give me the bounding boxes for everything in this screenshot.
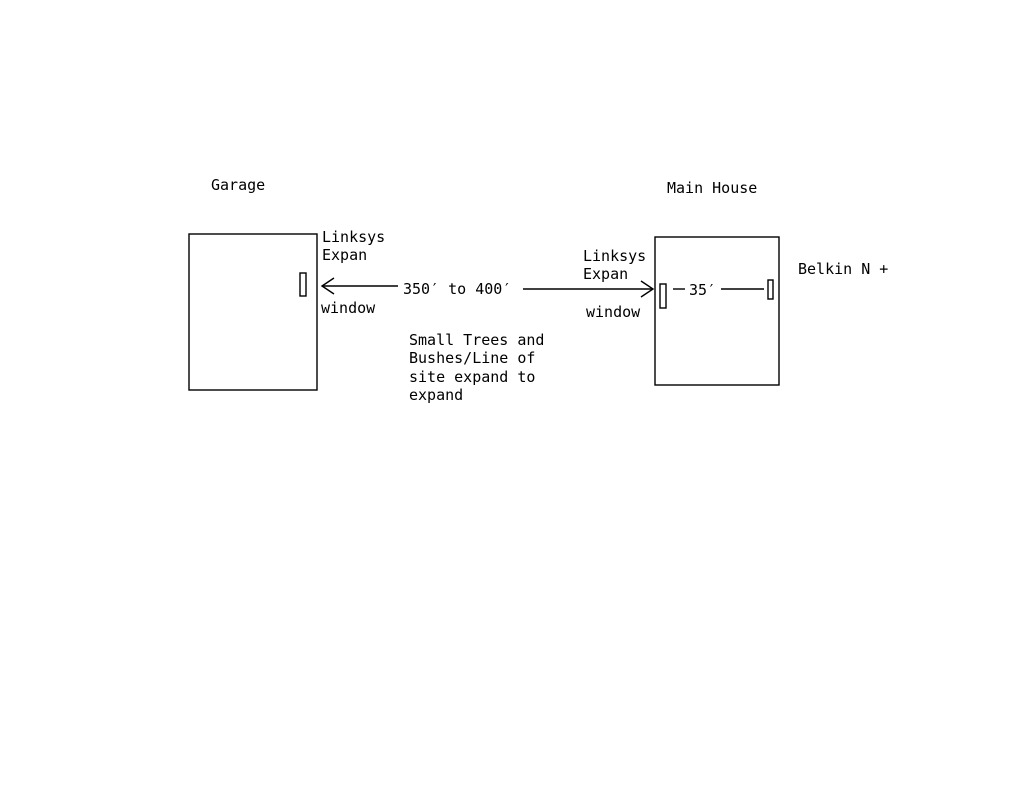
link-note-line2: Bushes/Line of bbox=[409, 349, 535, 367]
house-device-label-line1: Linksys bbox=[583, 247, 646, 265]
main-house-building bbox=[654, 236, 780, 386]
belkin-router-device bbox=[767, 279, 774, 300]
link-note-line1: Small Trees and bbox=[409, 331, 544, 349]
inner-distance-label: 35′ bbox=[689, 281, 716, 299]
link-distance-label: 350′ to 400′ bbox=[403, 280, 511, 298]
garage-expander-device bbox=[299, 272, 307, 297]
link-note-line3: site expand to bbox=[409, 368, 535, 386]
link-arrowhead-left bbox=[320, 277, 335, 295]
garage-title: Garage bbox=[211, 176, 265, 194]
garage-device-label-line2: Expan bbox=[322, 246, 367, 264]
wireless-link: 350′ to 400′ Small Trees and Bushes/Line… bbox=[320, 277, 655, 404]
garage-group: Garage Linksys Expan window bbox=[188, 176, 385, 391]
belkin-router-label: Belkin N + bbox=[798, 260, 888, 278]
house-window-label: window bbox=[586, 303, 641, 321]
main-house-title: Main House bbox=[667, 179, 757, 197]
house-expander-device bbox=[659, 283, 667, 309]
house-device-label-line2: Expan bbox=[583, 265, 628, 283]
link-note-line4: expand bbox=[409, 386, 463, 404]
link-arrowhead-right bbox=[640, 280, 655, 298]
garage-device-label-line1: Linksys bbox=[322, 228, 385, 246]
garage-window-label: window bbox=[321, 299, 376, 317]
main-house-group: Main House Linksys Expan window 35′ Belk… bbox=[583, 179, 888, 386]
garage-building bbox=[188, 233, 318, 391]
